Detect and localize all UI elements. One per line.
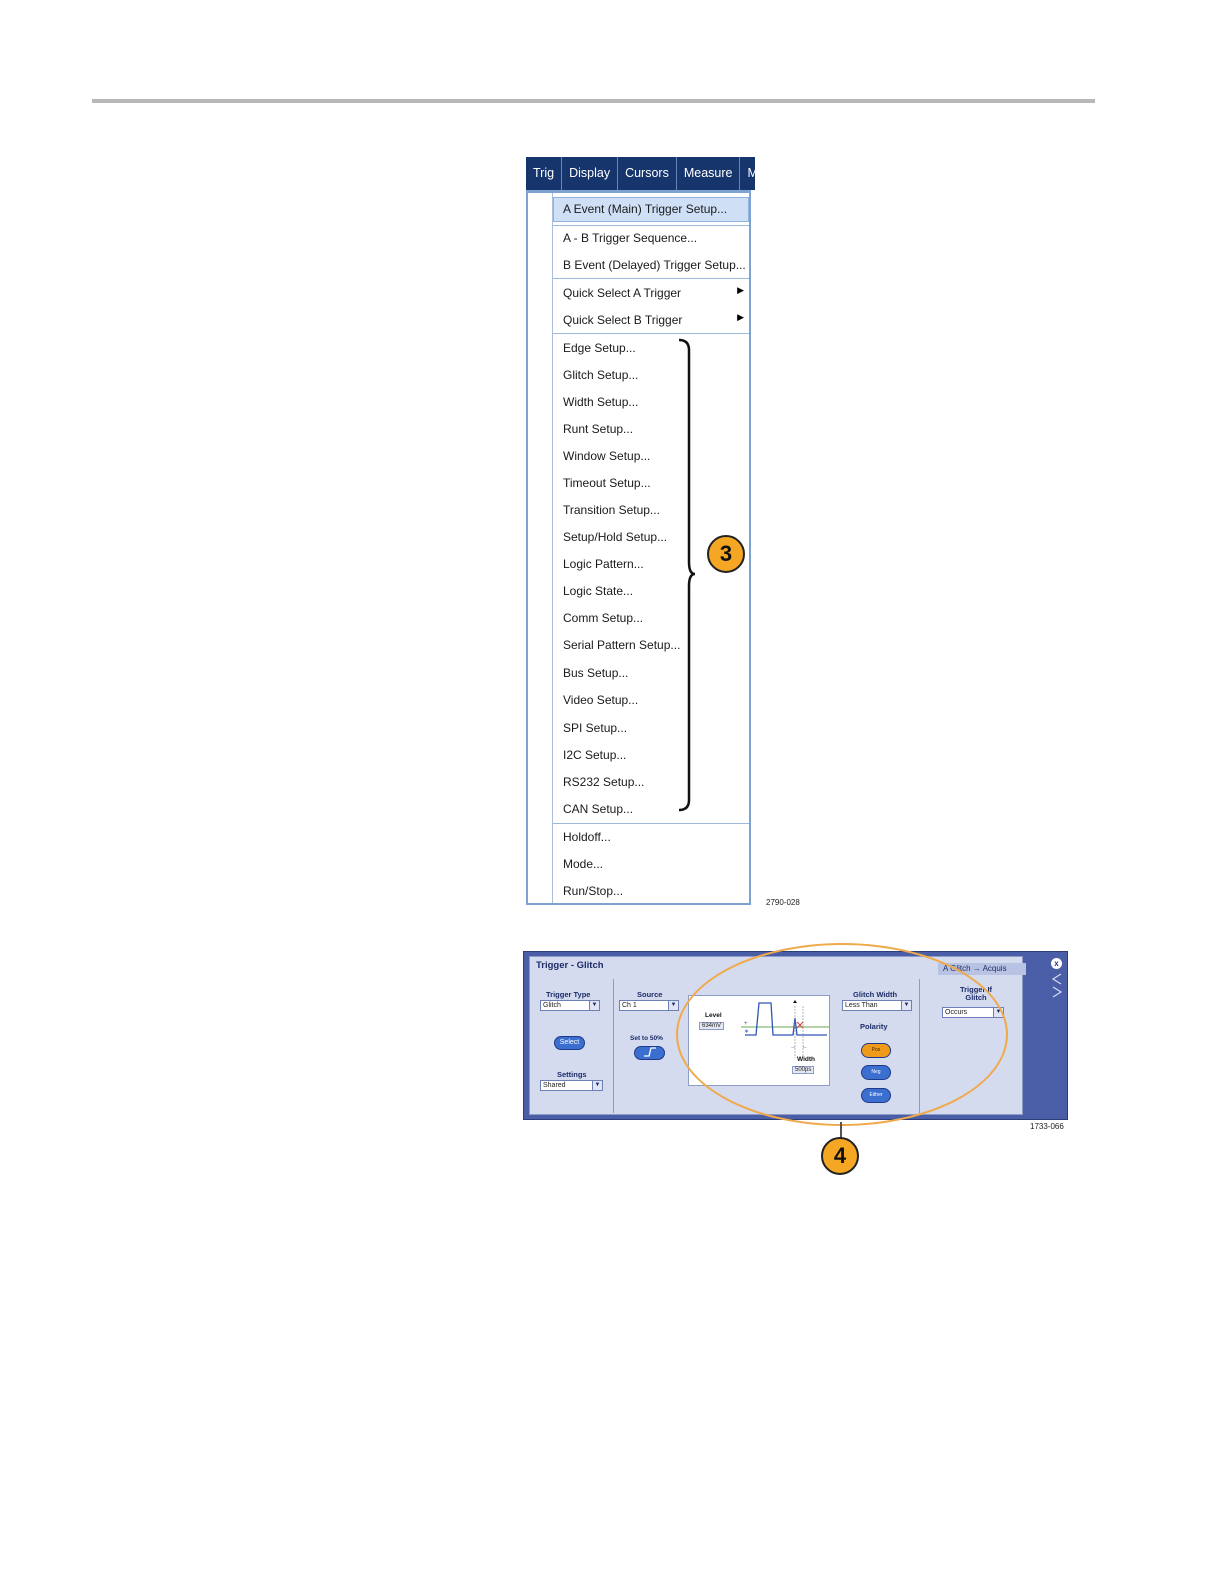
chevron-down-icon: ▼ [592, 1081, 602, 1090]
menu-item-video-setup[interactable]: Video Setup... [563, 693, 639, 707]
trig-menu-screenshot: Trig Display Cursors Measure M A Event (… [526, 157, 755, 907]
menu-separator [553, 278, 749, 279]
set-to-50-button[interactable] [634, 1046, 665, 1060]
settings-value: Shared [543, 1082, 566, 1089]
menu-item-a-b-trigger-sequence[interactable]: A - B Trigger Sequence... [563, 231, 698, 245]
menu-item-a-event-trigger-setup[interactable]: A Event (Main) Trigger Setup... [553, 197, 749, 222]
menu-item-can-setup[interactable]: CAN Setup... [563, 802, 634, 816]
menu-item-comm-setup[interactable]: Comm Setup... [563, 611, 644, 625]
menu-item-quick-select-b-trigger[interactable]: Quick Select B Trigger [563, 313, 683, 327]
menu-item-window-setup[interactable]: Window Setup... [563, 449, 651, 463]
callout-bracket [678, 338, 696, 812]
menu-tab-more[interactable]: M [740, 157, 755, 190]
menu-item-run-stop[interactable]: Run/Stop... [563, 884, 624, 898]
menu-item-logic-pattern[interactable]: Logic Pattern... [563, 557, 644, 571]
panel-title: Trigger - Glitch [536, 960, 604, 971]
select-button[interactable]: Select [554, 1036, 585, 1050]
close-icon[interactable]: x [1051, 958, 1062, 969]
menu-item-logic-state[interactable]: Logic State... [563, 584, 634, 598]
menu-item-b-event-trigger-setup[interactable]: B Event (Delayed) Trigger Setup... [563, 258, 746, 272]
menu-item-spi-setup[interactable]: SPI Setup... [563, 721, 628, 735]
menu-item-timeout-setup[interactable]: Timeout Setup... [563, 476, 651, 490]
menu-item-i2c-setup[interactable]: I2C Setup... [563, 748, 627, 762]
menu-tab-measure[interactable]: Measure [677, 157, 741, 190]
menu-item-mode[interactable]: Mode... [563, 857, 604, 871]
submenu-arrow-icon: ▶ [737, 286, 744, 296]
callout-step-4: 4 [821, 1137, 859, 1175]
trigger-type-dropdown[interactable]: Glitch ▼ [540, 1000, 600, 1011]
menu-separator [553, 225, 749, 226]
callout-leader-line [840, 1122, 842, 1140]
figure-id-panel: 1733-066 [1030, 1122, 1064, 1131]
menu-item-rs232-setup[interactable]: RS232 Setup... [563, 775, 645, 789]
trigger-type-value: Glitch [543, 1002, 561, 1009]
menu-tab-cursors[interactable]: Cursors [618, 157, 677, 190]
menu-item-serial-pattern-setup[interactable]: Serial Pattern Setup... [563, 638, 681, 652]
panel-side-controls: x [1025, 952, 1067, 1119]
menu-separator [553, 333, 749, 334]
source-value: Ch 1 [622, 1002, 637, 1009]
menu-separator [553, 823, 749, 824]
menu-item-setup-hold-setup[interactable]: Setup/Hold Setup... [563, 530, 668, 544]
submenu-arrow-icon: ▶ [737, 313, 744, 323]
rising-edge-icon [643, 1047, 656, 1057]
settings-label: Settings [557, 1070, 587, 1079]
figure-id-menu: 2790-028 [766, 898, 800, 907]
menu-item-glitch-setup[interactable]: Glitch Setup... [563, 368, 639, 382]
set-to-50-label: Set to 50% [630, 1035, 663, 1042]
menu-item-holdoff[interactable]: Holdoff... [563, 830, 611, 844]
chevron-down-icon: ▼ [589, 1001, 599, 1010]
menu-item-runt-setup[interactable]: Runt Setup... [563, 422, 634, 436]
chevron-down-icon: ▼ [668, 1001, 678, 1010]
settings-dropdown[interactable]: Shared ▼ [540, 1080, 603, 1091]
panel-nav-icon[interactable] [1051, 973, 1063, 999]
menu-bar: Trig Display Cursors Measure M [526, 157, 755, 190]
menu-item-width-setup[interactable]: Width Setup... [563, 395, 639, 409]
menu-tab-display[interactable]: Display [562, 157, 619, 190]
menu-item-edge-setup[interactable]: Edge Setup... [563, 341, 636, 355]
menu-tab-trig[interactable]: Trig [526, 157, 563, 190]
menu-item-quick-select-a-trigger[interactable]: Quick Select A Trigger [563, 286, 682, 300]
highlight-ellipse [676, 943, 1008, 1126]
source-label: Source [637, 990, 663, 999]
source-dropdown[interactable]: Ch 1 ▼ [619, 1000, 679, 1011]
callout-step-3: 3 [707, 535, 745, 573]
menu-item-bus-setup[interactable]: Bus Setup... [563, 666, 629, 680]
menu-item-transition-setup[interactable]: Transition Setup... [563, 503, 660, 517]
trigger-type-label: Trigger Type [546, 990, 591, 999]
column-divider [613, 979, 614, 1113]
menu-icon-gutter [528, 193, 553, 903]
page-header-rule [92, 99, 1095, 103]
